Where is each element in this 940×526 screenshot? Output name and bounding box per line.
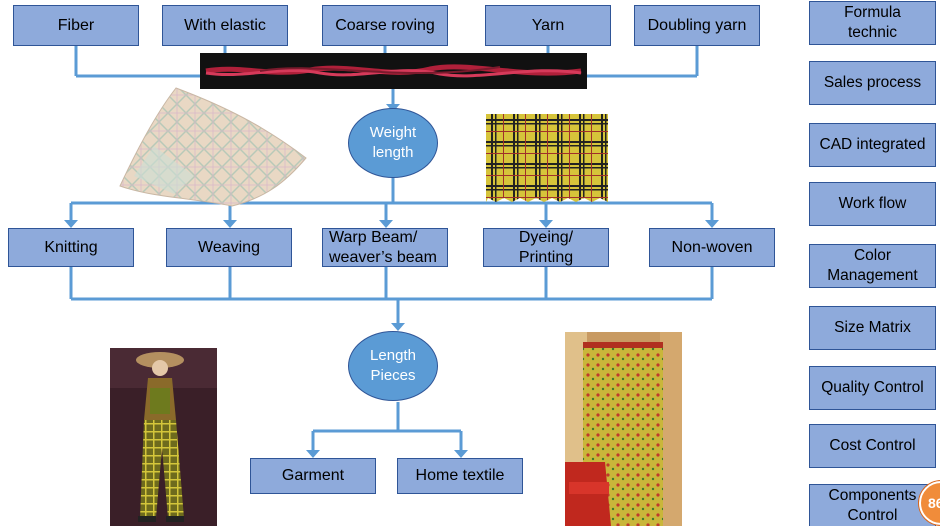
sidebar-item-label: Color Management: [827, 247, 918, 284]
yarn-label: Yarn: [531, 16, 565, 34]
sidebar-item-label: Cost Control: [829, 437, 916, 454]
coarse-roving-box: Coarse roving: [322, 5, 448, 46]
knitting-label: Knitting: [44, 238, 98, 256]
sidebar-item-size-matrix: Size Matrix: [809, 306, 936, 350]
sidebar-item-quality-control: Quality Control: [809, 366, 936, 410]
length-pieces-node: Length Pieces: [348, 331, 438, 401]
doubling-yarn-label: Doubling yarn: [647, 16, 747, 34]
sidebar-item-work-flow: Work flow: [809, 182, 936, 226]
weaving-label: Weaving: [198, 238, 260, 256]
sidebar-item-label: Work flow: [838, 195, 907, 212]
weight-length-node: Weight length: [348, 108, 438, 178]
fiber-label: Fiber: [57, 16, 95, 34]
plaid-fabric-photo: [486, 114, 608, 202]
dyeing-printing-box: Dyeing/ Printing: [483, 228, 609, 267]
sidebar-item-label: Formula technic: [844, 4, 901, 41]
garment-label: Garment: [281, 467, 345, 484]
sidebar-item-label: Size Matrix: [834, 319, 911, 336]
sidebar-item-label: Components Control: [828, 486, 917, 524]
sidebar-item-sales-process: Sales process: [809, 61, 936, 105]
weight-length-label: Weight length: [369, 124, 417, 161]
model-photo: [110, 348, 217, 526]
doubling-yarn-box: Doubling yarn: [634, 5, 760, 46]
coarse-roving-label: Coarse roving: [335, 16, 435, 34]
sidebar-item-cad-integrated: CAD integrated: [809, 123, 936, 167]
garment-box: Garment: [250, 458, 376, 494]
weaving-box: Weaving: [166, 228, 292, 267]
sidebar-item-label: Quality Control: [821, 379, 924, 396]
sidebar-item-label: CAD integrated: [819, 136, 926, 153]
page-number: 86: [928, 495, 940, 511]
warp-beam-label: Warp Beam/ weaver’s beam: [329, 228, 437, 266]
non-woven-label: Non-woven: [671, 238, 753, 256]
fiber-box: Fiber: [13, 5, 139, 46]
with-elastic-box: With elastic: [162, 5, 288, 46]
dyeing-printing-label: Dyeing/ Printing: [518, 228, 574, 266]
home-textile-box: Home textile: [397, 458, 523, 494]
with-elastic-label: With elastic: [184, 16, 266, 34]
length-pieces-label: Length Pieces: [370, 347, 416, 384]
page-number-badge: 86: [919, 481, 940, 525]
yarn-box: Yarn: [485, 5, 611, 46]
sidebar-item-cost-control: Cost Control: [809, 424, 936, 468]
non-woven-box: Non-woven: [649, 228, 775, 267]
home-textile-label: Home textile: [415, 467, 505, 484]
knitting-box: Knitting: [8, 228, 134, 267]
sidebar-item-components-control: Components Control: [809, 484, 936, 526]
warp-beam-box: Warp Beam/ weaver’s beam: [322, 228, 448, 267]
sidebar-item-formula-technic: Formula technic: [809, 1, 936, 45]
knitted-fabric-photo: [119, 87, 307, 207]
curtain-photo: [565, 332, 682, 526]
sidebar-item-color-management: Color Management: [809, 244, 936, 288]
yarn-photo: [200, 53, 587, 89]
sidebar-item-label: Sales process: [823, 74, 922, 91]
